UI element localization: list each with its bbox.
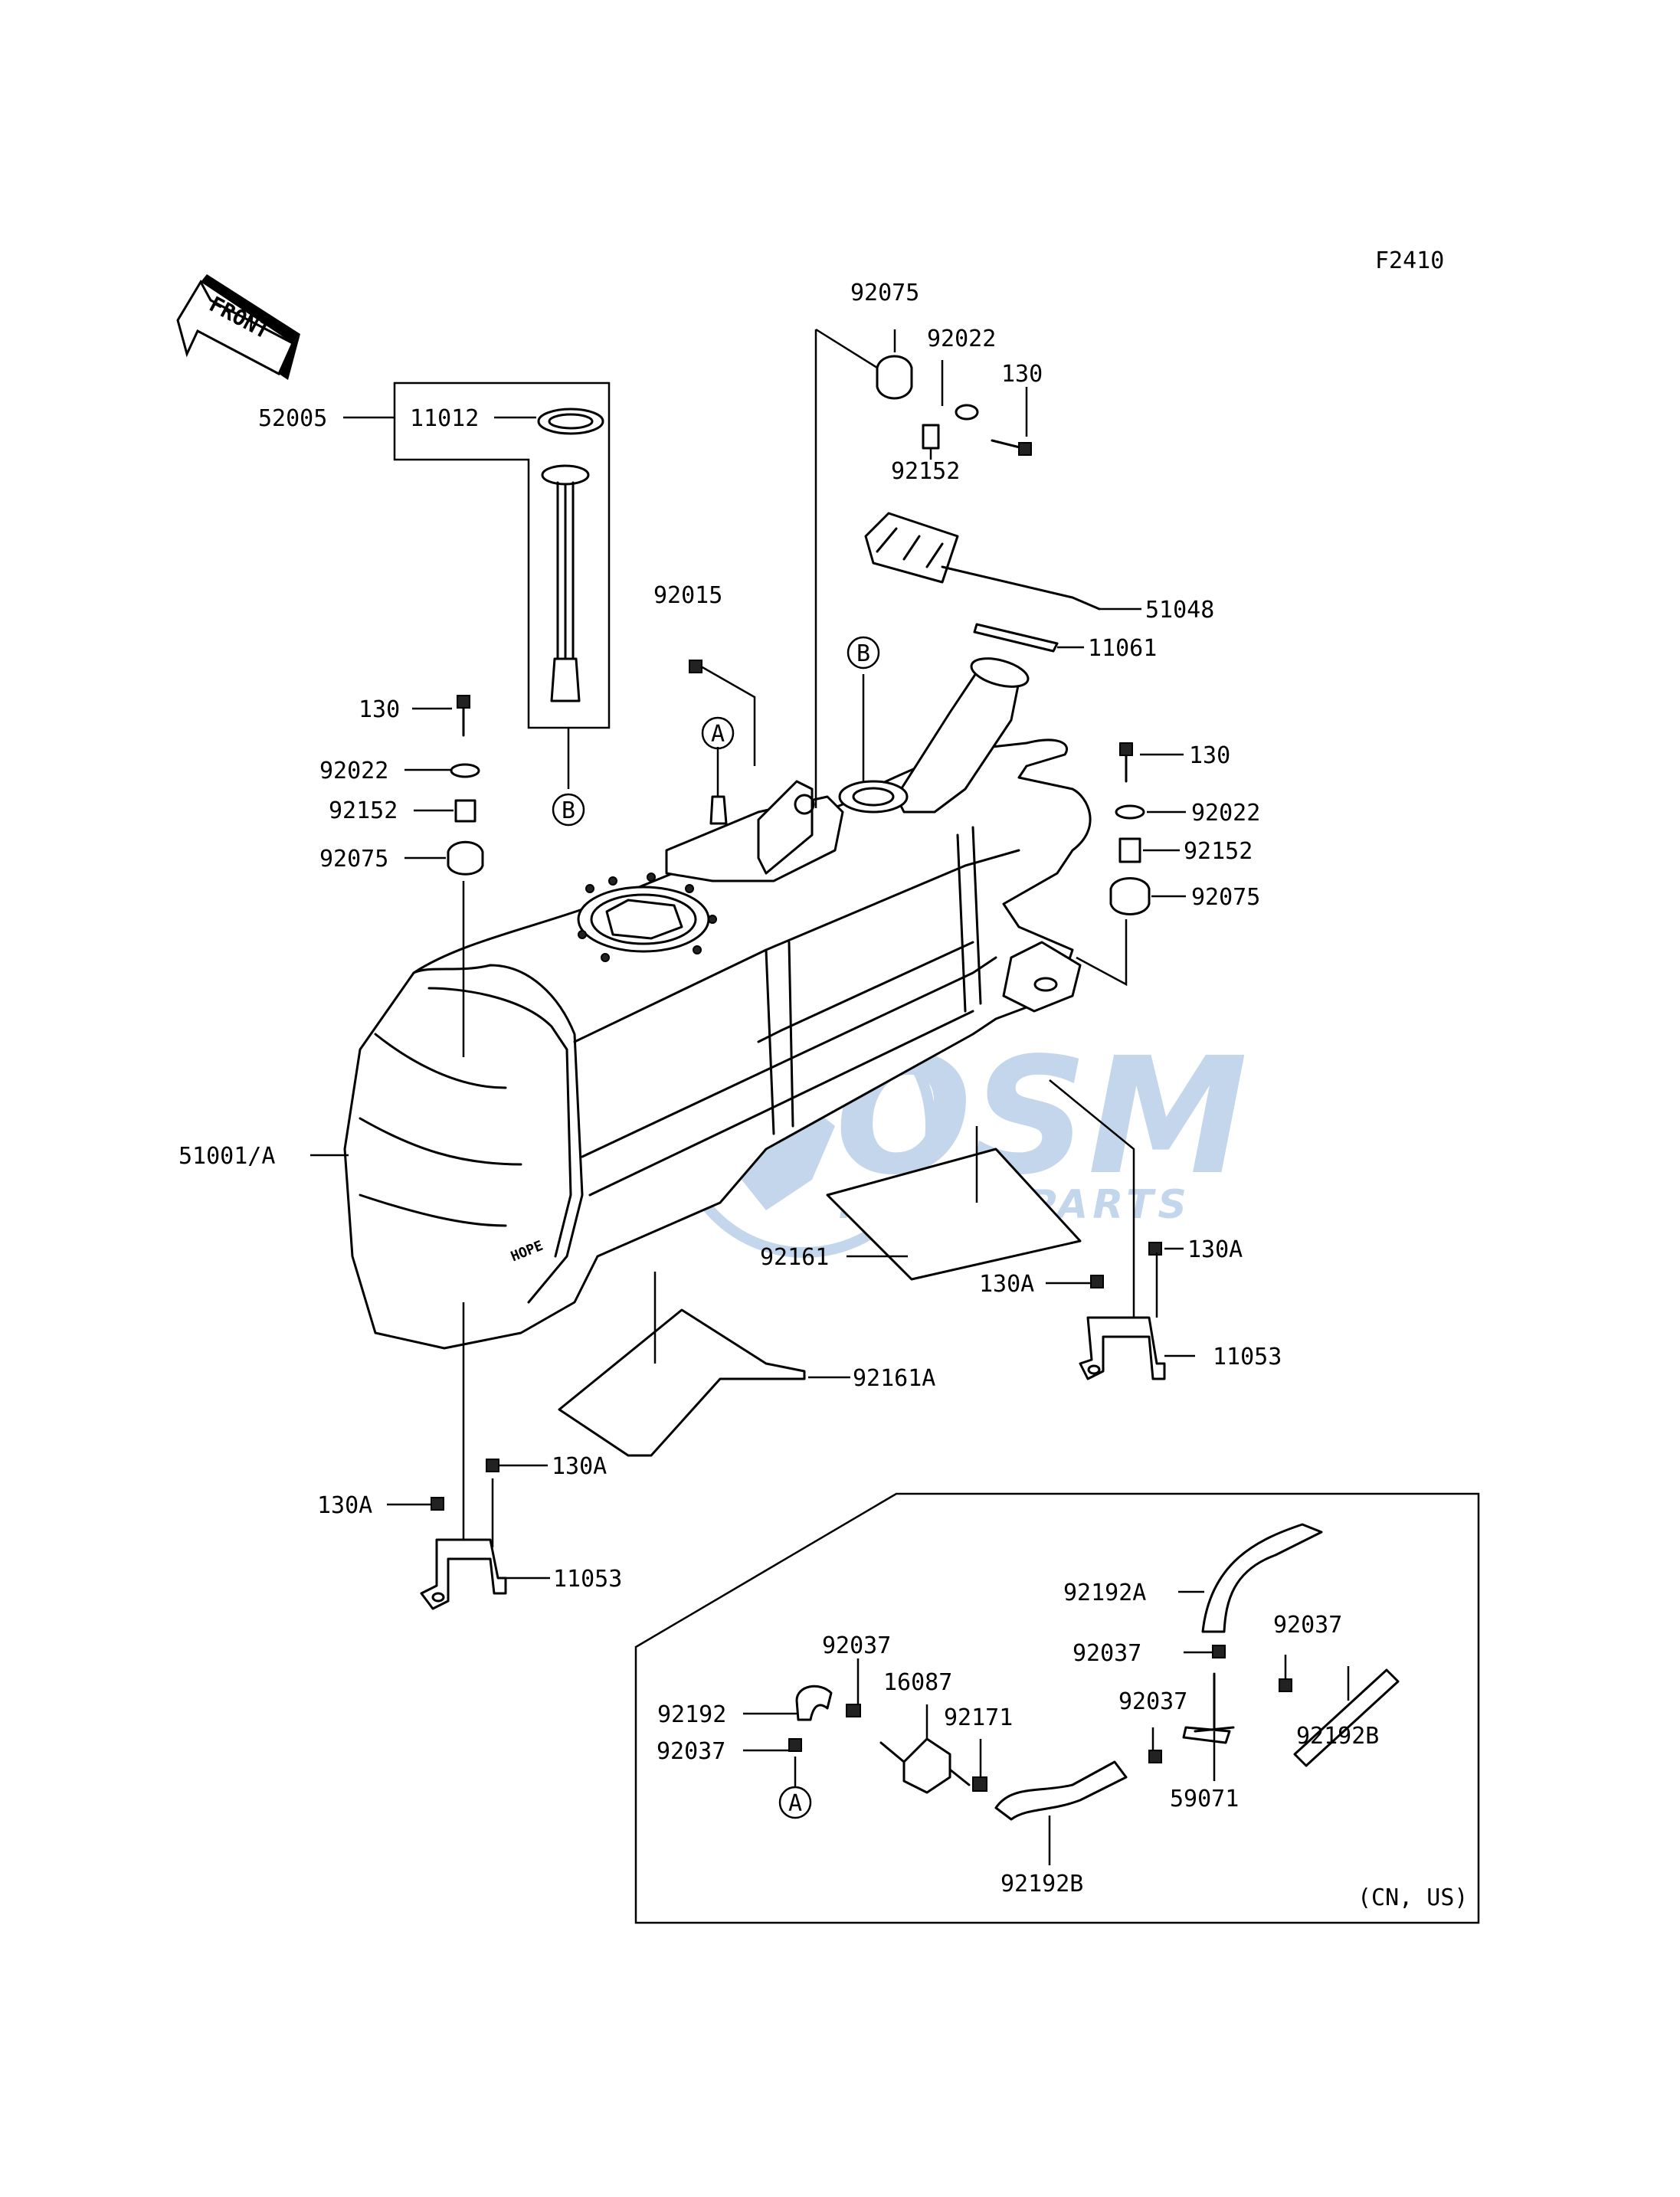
label-92037-c: 92037 [1118,1688,1187,1715]
label-52005: 52005 [258,405,327,432]
label-92022-left: 92022 [319,758,388,784]
callout-a-tank: A [711,721,725,748]
label-130-left: 130 [359,696,400,723]
label-92037-d: 92037 [822,1632,891,1659]
label-92022-top: 92022 [927,326,996,352]
label-92015: 92015 [653,582,722,609]
label-59071: 59071 [1170,1786,1239,1812]
label-92192: 92192 [657,1701,726,1728]
label-11061: 11061 [1088,635,1157,662]
label-130A-r1: 130A [1187,1236,1243,1263]
nut-92015 [689,660,702,673]
label-92022-right: 92022 [1191,800,1260,827]
label-92192B-right: 92192B [1296,1723,1379,1750]
callout-b-pump: B [562,797,575,824]
label-92075-top: 92075 [850,280,919,306]
label-11012: 11012 [410,405,479,432]
label-51001: 51001/A [178,1143,275,1170]
label-130A-r2: 130A [979,1271,1034,1298]
pad-92161A [558,1308,806,1457]
label-92037-b: 92037 [1073,1640,1141,1667]
callout-a-detail: A [788,1790,802,1817]
fuel-tank: HOPE [343,657,1092,1350]
bracket-11053-right [1079,1242,1166,1380]
region-note: (CN, US) [1357,1884,1469,1911]
mount-hardware-top [864,355,1101,653]
label-16087: 16087 [883,1669,952,1696]
label-130A-l2: 130A [317,1492,372,1519]
bracket-11053-left [420,1459,507,1610]
label-92171: 92171 [944,1704,1013,1731]
label-92152-left: 92152 [329,797,398,824]
leader-lines [310,328,1195,1580]
pad-92161 [826,1148,1082,1281]
label-92192B-bottom: 92192B [1000,1871,1083,1897]
label-51048: 51048 [1145,597,1214,624]
callout-b-tank: B [856,640,870,667]
label-92192A: 92192A [1063,1580,1146,1606]
label-11053-right: 11053 [1213,1344,1282,1370]
detail-box-cn-us: A [634,1492,1480,1924]
diagram-code: F2410 [1375,247,1444,274]
mount-hardware-right [1109,742,1151,915]
label-130A-l1: 130A [552,1453,607,1480]
label-92075-left: 92075 [319,846,388,873]
front-arrow-icon: FRONT [176,274,300,380]
label-92037-e: 92037 [657,1738,725,1765]
label-92152-right: 92152 [1184,838,1253,865]
label-92152-top: 92152 [891,458,960,485]
label-92075-right: 92075 [1191,884,1260,911]
label-11053-left: 11053 [553,1566,622,1593]
label-92161: 92161 [760,1244,829,1271]
label-130-top: 130 [1001,361,1043,388]
label-92037-a: 92037 [1273,1612,1342,1639]
mount-hardware-left [447,695,484,876]
label-130-right: 130 [1189,742,1230,769]
label-92161A: 92161A [853,1365,935,1392]
fuel-pump-assembly [393,381,611,729]
